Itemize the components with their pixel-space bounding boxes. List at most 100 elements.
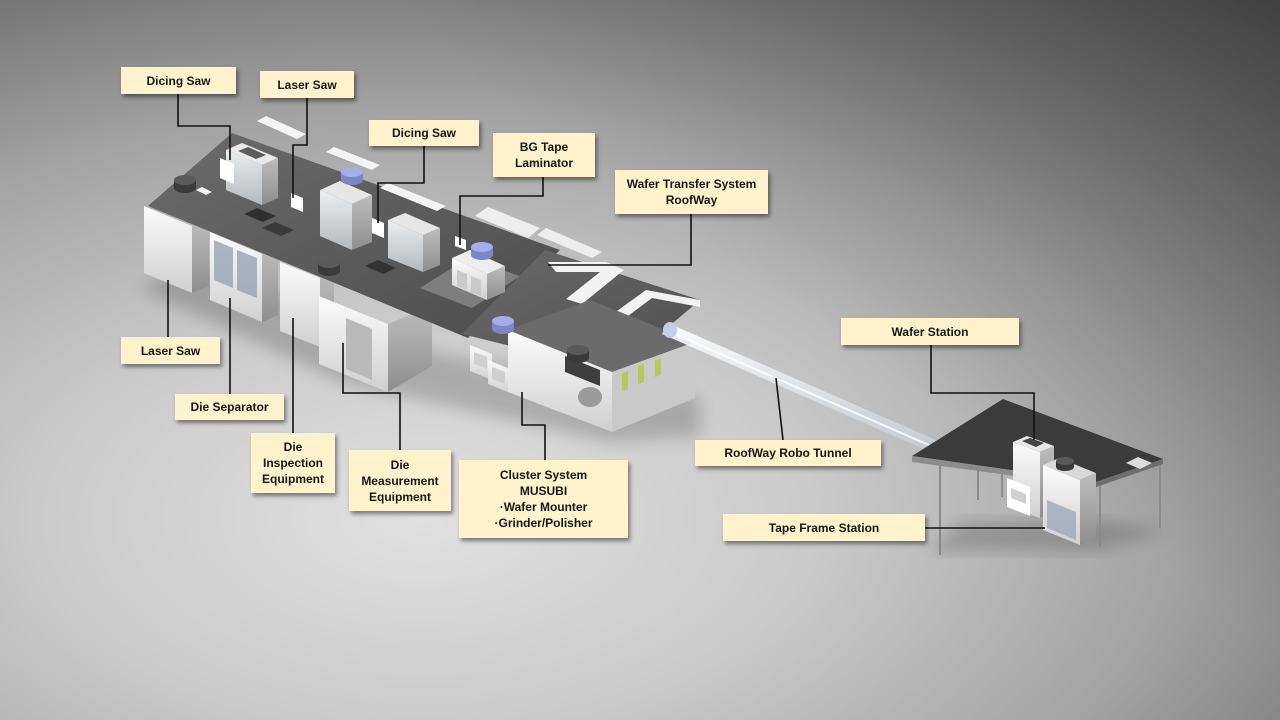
label-line: Tape Frame Station	[768, 520, 880, 535]
laminator-slot-2	[471, 276, 481, 296]
wafer-pods	[174, 167, 589, 363]
opening-1	[244, 208, 276, 222]
blue-pod-1	[341, 167, 363, 185]
slab-5	[537, 228, 602, 258]
roofway-robo-tunnel	[662, 322, 936, 451]
tunnel-end-cap	[663, 322, 677, 338]
dicing-saw-side	[262, 158, 278, 205]
cluster-roller	[578, 387, 602, 407]
leader-line-wafer-transfer-system	[548, 214, 692, 266]
wafer-mounter-slot-1	[474, 352, 487, 369]
label-line: Die	[390, 457, 410, 472]
dicing-saw-2-panel	[372, 218, 384, 238]
cluster-top	[508, 300, 695, 372]
platform-edge-side	[1096, 459, 1163, 487]
label-bg-tape-laminator: BG Tape Laminator	[493, 133, 595, 177]
opening-3	[365, 260, 396, 274]
tape-frame-side	[1080, 473, 1096, 545]
label-laser-saw-upper: Laser Saw	[260, 71, 354, 98]
label-line: MUSUBI	[519, 484, 568, 498]
label-line: Equipment	[369, 489, 431, 504]
laminator-top	[452, 250, 505, 274]
slab-small	[196, 187, 212, 195]
die-separator-window-1	[214, 240, 233, 288]
die-measurement-recess	[346, 318, 372, 380]
label-line: Measurement	[361, 473, 439, 488]
label-dicing-saw-upper-left: Dicing Saw	[121, 67, 236, 94]
bg-tape-laminator-unit	[452, 236, 505, 300]
label-die-measurement: Die Measurement Equipment	[349, 450, 451, 511]
slab-4	[475, 207, 540, 238]
platform-tile	[1126, 457, 1152, 469]
laser-saw-front	[144, 206, 192, 293]
label-line: Cluster System	[499, 468, 588, 482]
leader-line-dicing-saw-upper-left	[177, 94, 231, 160]
label-line: Wafer Station	[891, 324, 969, 339]
label-line: Laminator	[514, 156, 573, 170]
die-measurement-side	[388, 306, 432, 392]
leader-line-roofway-robo-tunnel	[775, 377, 784, 441]
cluster-front	[508, 330, 612, 432]
label-wafer-transfer-system: Wafer Transfer System RoofWay	[615, 170, 768, 214]
dark-pod-3	[567, 345, 589, 363]
label-line: Laser Saw	[277, 77, 337, 92]
label-die-separator: Die Separator	[175, 394, 284, 420]
tape-frame-panel	[1047, 500, 1076, 540]
cluster-system-musubi-unit	[508, 300, 695, 432]
blue-pod-2	[471, 242, 493, 260]
opening-2	[262, 222, 294, 236]
cluster-window-1	[622, 371, 628, 391]
label-line: Dicing Saw	[391, 126, 456, 140]
tape-frame-station-unit	[1043, 457, 1096, 545]
label-laser-saw-lower: Laser Saw	[121, 337, 220, 364]
label-line: RoofWay	[665, 193, 718, 207]
wafer-station-port-slot	[1011, 488, 1026, 504]
cluster-side	[612, 342, 695, 432]
die-inspection-front	[280, 262, 320, 347]
leader-line-wafer-station	[930, 345, 1035, 440]
label-roofway-robo-tunnel: RoofWay Robo Tunnel	[695, 440, 881, 466]
die-separator-side	[262, 247, 278, 322]
dicing-saw-upper-left-unit	[220, 143, 278, 205]
laser-saw-upper-unit	[291, 193, 303, 212]
laminator-side	[487, 266, 505, 300]
roofway-slabs	[196, 116, 700, 337]
leader-line-dicing-saw-upper-right	[377, 146, 425, 223]
label-line: ·Grinder/Polisher	[494, 516, 593, 530]
middle-saw-top	[320, 181, 372, 204]
dicing-saw-panel	[220, 158, 234, 184]
label-line: Inspection	[262, 456, 323, 470]
slab-l-shape-1	[548, 262, 624, 304]
leader-lines	[167, 94, 1045, 529]
dicing-saw-window	[238, 147, 266, 159]
dicing-saw-2-front	[388, 220, 423, 272]
wafer-mounter-units	[470, 345, 510, 393]
laser-saw-side	[192, 219, 209, 293]
label-cluster-system: Cluster System MUSUBI ·Wafer Mounter ·Gr…	[459, 460, 628, 538]
laminator-slot-1	[457, 270, 467, 290]
dicing-saw-2-side	[423, 228, 440, 272]
dark-pod-4	[1056, 457, 1074, 471]
die-separator-window-2	[237, 250, 257, 298]
cluster-notch	[565, 356, 600, 386]
label-line: Equipment	[262, 472, 324, 486]
label-line: BG Tape	[519, 140, 569, 154]
slab-3	[380, 183, 446, 211]
dicing-saw-2-top	[388, 213, 440, 235]
cluster-window-2	[638, 364, 644, 384]
label-line: Wafer Transfer System	[626, 177, 757, 191]
dicing-saw-front	[226, 150, 262, 205]
laser-saw-upper-panel	[291, 193, 303, 212]
middle-saw-front	[320, 190, 352, 250]
label-wafer-station: Wafer Station	[841, 318, 1019, 345]
slab-2	[326, 147, 380, 170]
tunnel-highlight	[667, 330, 932, 447]
label-tape-frame-station: Tape Frame Station	[723, 514, 925, 541]
wafer-mounter-slot-2	[492, 367, 505, 384]
dicing-saw-upper-right-unit	[372, 213, 440, 272]
slab-1	[257, 116, 306, 139]
dark-pod-1	[174, 175, 196, 193]
leader-line-die-measurement	[342, 343, 401, 450]
leader-line-cluster-system	[521, 392, 546, 460]
